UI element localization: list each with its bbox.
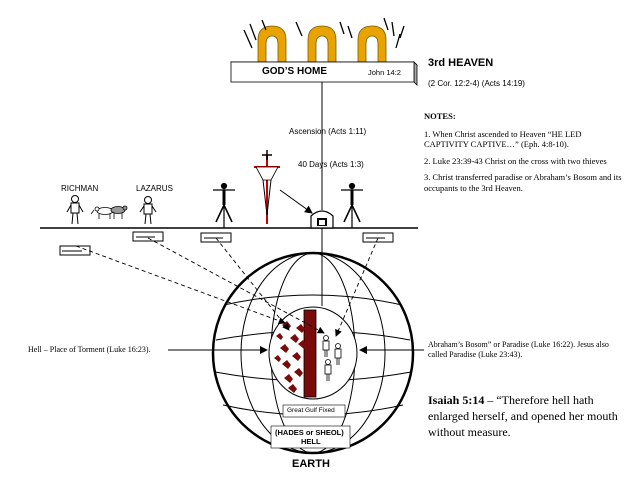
heavenly-flames xyxy=(243,17,405,63)
cross-christ xyxy=(254,150,280,224)
hades-label-line2: HELL xyxy=(301,437,321,446)
hell-label: Hell – Place of Torment (Luke 16:23). xyxy=(28,345,151,354)
dogs-figure xyxy=(90,205,128,219)
lazarus-figure xyxy=(139,196,157,225)
isaiah-ref: Isaiah 5:14 xyxy=(428,393,485,407)
hades-label-line1: (HADES or SHEOL) xyxy=(275,428,344,437)
paradise-label: Abraham’s Bosom” or Paradise (Luke 16:22… xyxy=(428,340,609,359)
notes-heading: NOTES: xyxy=(424,111,456,121)
arrow-christ-to-tomb xyxy=(279,189,313,214)
gulf-label-box xyxy=(282,404,346,418)
flame-right xyxy=(357,25,387,63)
gods-home-box xyxy=(230,61,418,86)
flame-left xyxy=(257,25,287,63)
gods-home-ref: John 14:2 xyxy=(368,68,401,77)
ascension-label: Ascension (Acts 1:11) xyxy=(289,127,367,136)
third-heaven-refs: (2 Cor. 12:2-4) (Acts 14:19) xyxy=(428,79,525,88)
great-gulf-bar xyxy=(303,309,317,398)
isaiah-text: – “Therefore hell hath enlarged herself,… xyxy=(428,393,618,439)
cross-thief-right xyxy=(341,182,363,228)
graves xyxy=(59,231,394,256)
tomb xyxy=(310,210,334,229)
hades-label-box xyxy=(270,425,351,449)
lazarus-label: LAZARUS xyxy=(136,184,173,193)
cross-thief-left xyxy=(213,182,235,228)
rich-man-figure xyxy=(66,195,84,225)
note-1: 1. When Christ ascended to Heaven “HE LE… xyxy=(424,128,582,150)
paradise-occupants xyxy=(322,335,342,381)
earth-label: EARTH xyxy=(292,458,330,470)
isaiah-quote: Isaiah 5:14 – “Therefore hell hath enlar… xyxy=(428,392,628,440)
forty-days-label: 40 Days (Acts 1:3) xyxy=(298,160,364,169)
dashed-connectors xyxy=(75,237,379,337)
rich-man-label: RICHMAN xyxy=(61,184,99,193)
gods-home-title: GOD’S HOME xyxy=(262,66,328,77)
notes-panel: NOTES: 1. When Christ ascended to Heaven… xyxy=(424,111,624,193)
note-3: 3. Christ transferred paradise or Abraha… xyxy=(424,172,622,193)
great-gulf-label: Great Gulf Fixed xyxy=(287,407,335,414)
note-2: 2. Luke 23:39-43 Christ on the cross wit… xyxy=(424,155,607,166)
third-heaven-title: 3rd HEAVEN xyxy=(428,57,494,69)
flame-center xyxy=(307,25,337,63)
